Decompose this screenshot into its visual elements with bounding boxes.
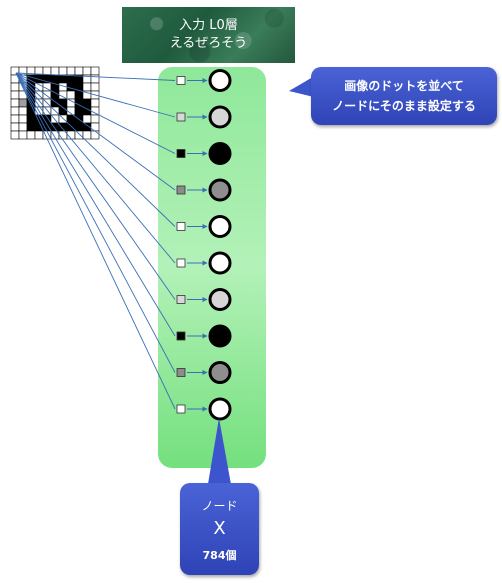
pixel-cell bbox=[10, 106, 20, 116]
pixel-value-square bbox=[176, 368, 186, 377]
pixel-cell bbox=[66, 66, 76, 76]
pixel-cell bbox=[10, 114, 20, 124]
pixel-value-square bbox=[176, 185, 186, 195]
pixel-cell bbox=[90, 98, 100, 108]
input-node bbox=[208, 142, 232, 165]
pixel-cell bbox=[74, 122, 84, 132]
pixel-cell bbox=[50, 74, 60, 84]
pixel-value-square bbox=[176, 222, 186, 231]
pixel-cell bbox=[74, 106, 84, 116]
pixel-cell bbox=[90, 106, 100, 116]
pixel-cell bbox=[82, 130, 92, 140]
node-count-callout: ノード X 784個 bbox=[180, 483, 259, 575]
input-node bbox=[208, 178, 232, 202]
callout-top-pointer bbox=[289, 74, 318, 98]
pixel-connection-line bbox=[15, 72, 176, 227]
pixel-cell bbox=[82, 98, 92, 108]
callout-top-line2: ノードにそのまま設定する bbox=[332, 99, 476, 113]
pixel-cell bbox=[90, 114, 100, 124]
pixel-value-square bbox=[176, 295, 186, 304]
pixel-cell bbox=[90, 122, 100, 132]
pixel-connection-line bbox=[15, 72, 176, 373]
input-node bbox=[208, 397, 232, 421]
input-node bbox=[208, 215, 232, 238]
pixel-cell bbox=[58, 66, 68, 76]
pixel-cell bbox=[50, 66, 60, 76]
pixel-cell bbox=[58, 106, 68, 116]
callout-top-line1: 画像のドットを並べて bbox=[344, 79, 464, 93]
pixel-cell bbox=[90, 82, 100, 92]
input-node bbox=[208, 105, 232, 129]
pixel-cell bbox=[82, 66, 92, 76]
layer-title-reading: えるぜろそう bbox=[169, 36, 248, 51]
input-node bbox=[208, 69, 232, 92]
pixel-value-square bbox=[176, 76, 186, 85]
multiply-symbol: X bbox=[213, 518, 226, 539]
pixel-connection-line bbox=[15, 72, 176, 191]
pixel-cell bbox=[26, 114, 36, 124]
pixel-cell bbox=[26, 122, 36, 132]
pixel-cell bbox=[18, 114, 28, 124]
pixel-value-square bbox=[176, 404, 186, 414]
input-node-column bbox=[176, 69, 232, 421]
pixel-value-square bbox=[176, 331, 186, 341]
pixel-cell bbox=[10, 130, 20, 140]
layer-title: 入力 L0層 bbox=[179, 18, 238, 33]
pixel-cell bbox=[18, 106, 28, 116]
pixel-cell bbox=[66, 122, 76, 132]
pixel-value-square bbox=[176, 149, 186, 158]
pixel-mapping-callout: 画像のドットを並べて ノードにそのまま設定する bbox=[311, 67, 497, 125]
pixel-cell bbox=[10, 90, 20, 100]
pixel-cell bbox=[18, 98, 28, 108]
pixel-cell bbox=[34, 130, 44, 140]
pixel-connection-line bbox=[15, 72, 176, 264]
pixel-cell bbox=[66, 114, 76, 124]
pixel-cell bbox=[82, 106, 92, 116]
pixel-cell bbox=[10, 122, 20, 132]
pixel-cell bbox=[26, 130, 36, 140]
pixel-cell bbox=[18, 122, 28, 132]
pixel-cell bbox=[66, 90, 76, 100]
input-node bbox=[208, 324, 232, 348]
pixel-cell bbox=[82, 114, 92, 124]
pixel-cell bbox=[74, 90, 84, 100]
callout-bottom-pointer bbox=[207, 418, 232, 490]
pixel-cell bbox=[10, 82, 20, 92]
pixel-connection-line bbox=[15, 72, 176, 154]
pixel-cell bbox=[58, 74, 68, 84]
pixel-cell bbox=[82, 82, 92, 92]
pixel-cell bbox=[50, 98, 60, 108]
callout-bottom-label: ノード bbox=[201, 499, 238, 513]
pixel-cell bbox=[42, 66, 52, 76]
pixel-connection-line bbox=[15, 72, 176, 300]
input-node bbox=[208, 361, 232, 384]
pixel-cell bbox=[66, 98, 76, 108]
pixel-connection-line bbox=[15, 72, 176, 81]
pixel-value-square bbox=[176, 112, 186, 122]
pixel-cell bbox=[90, 130, 100, 140]
pixel-connection-line bbox=[15, 72, 176, 410]
pixel-value-square bbox=[176, 258, 186, 268]
layer-title-box: 入力 L0層 えるぜろそう bbox=[122, 7, 295, 63]
pixel-cell bbox=[10, 98, 20, 108]
pixel-to-square-connections bbox=[15, 72, 176, 410]
pixel-cell bbox=[50, 90, 60, 100]
node-count: 784個 bbox=[202, 549, 237, 562]
input-node bbox=[208, 251, 232, 275]
pixel-cell bbox=[74, 66, 84, 76]
pixel-cell bbox=[74, 130, 84, 140]
pixel-connection-line bbox=[15, 72, 176, 337]
pixel-cell bbox=[18, 130, 28, 140]
pixel-cell bbox=[90, 66, 100, 76]
input-node bbox=[208, 288, 232, 311]
pixel-cell bbox=[66, 74, 76, 84]
pixel-connection-line bbox=[15, 72, 176, 118]
